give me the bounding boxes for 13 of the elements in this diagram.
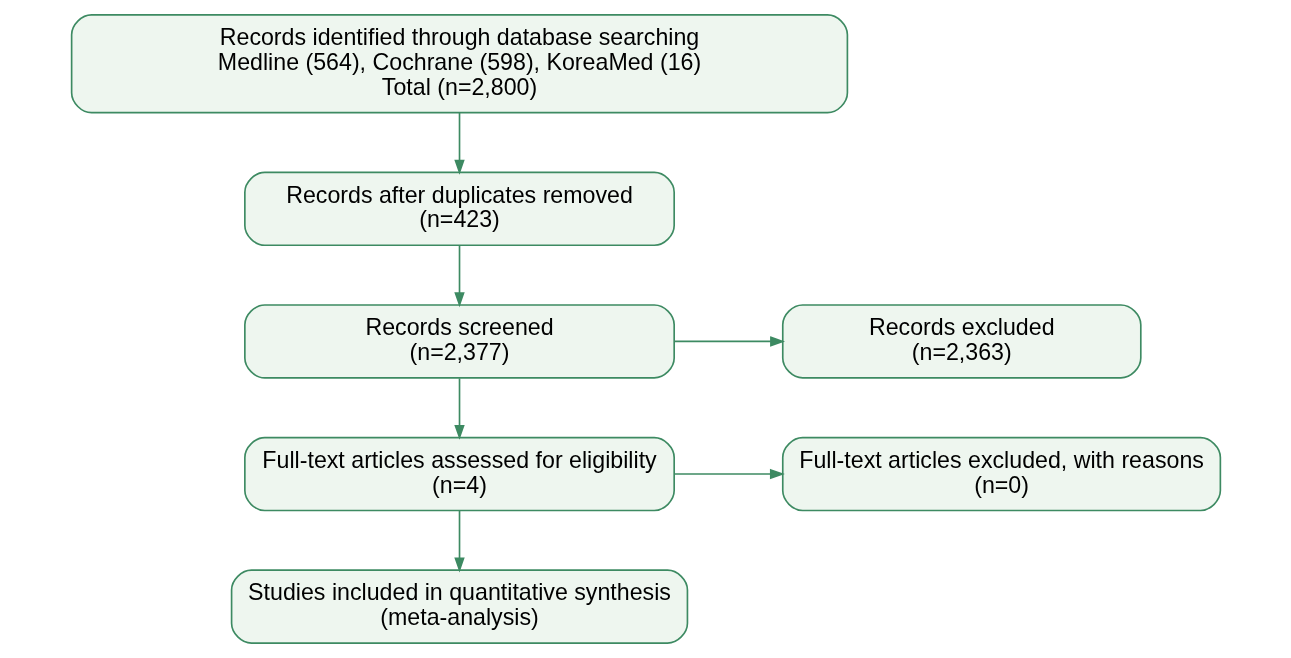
- node-box: Full-text articles excluded, with reasons (n=0): [781, 436, 1221, 512]
- arrow: [673, 468, 785, 480]
- node-box: Records after duplicates removed (n=423): [243, 171, 675, 247]
- arrow: [453, 510, 465, 573]
- node-box: Records excluded (n=2,363): [781, 304, 1142, 379]
- node-box: Records screened (n=2,377): [243, 304, 675, 379]
- arrow: [453, 377, 465, 440]
- node-box: Records identified through database searching Medline (564), Cochrane (598), KoreaMed (16) Total (n=2,800): [70, 14, 848, 114]
- node-box: Full-text articles assessed for eligibility (n=4): [243, 436, 675, 512]
- arrow: [453, 112, 465, 175]
- arrow: [453, 244, 465, 308]
- node-box: Studies included in quantitative synthesis (meta-analysis): [230, 569, 688, 644]
- arrow: [673, 336, 785, 347]
